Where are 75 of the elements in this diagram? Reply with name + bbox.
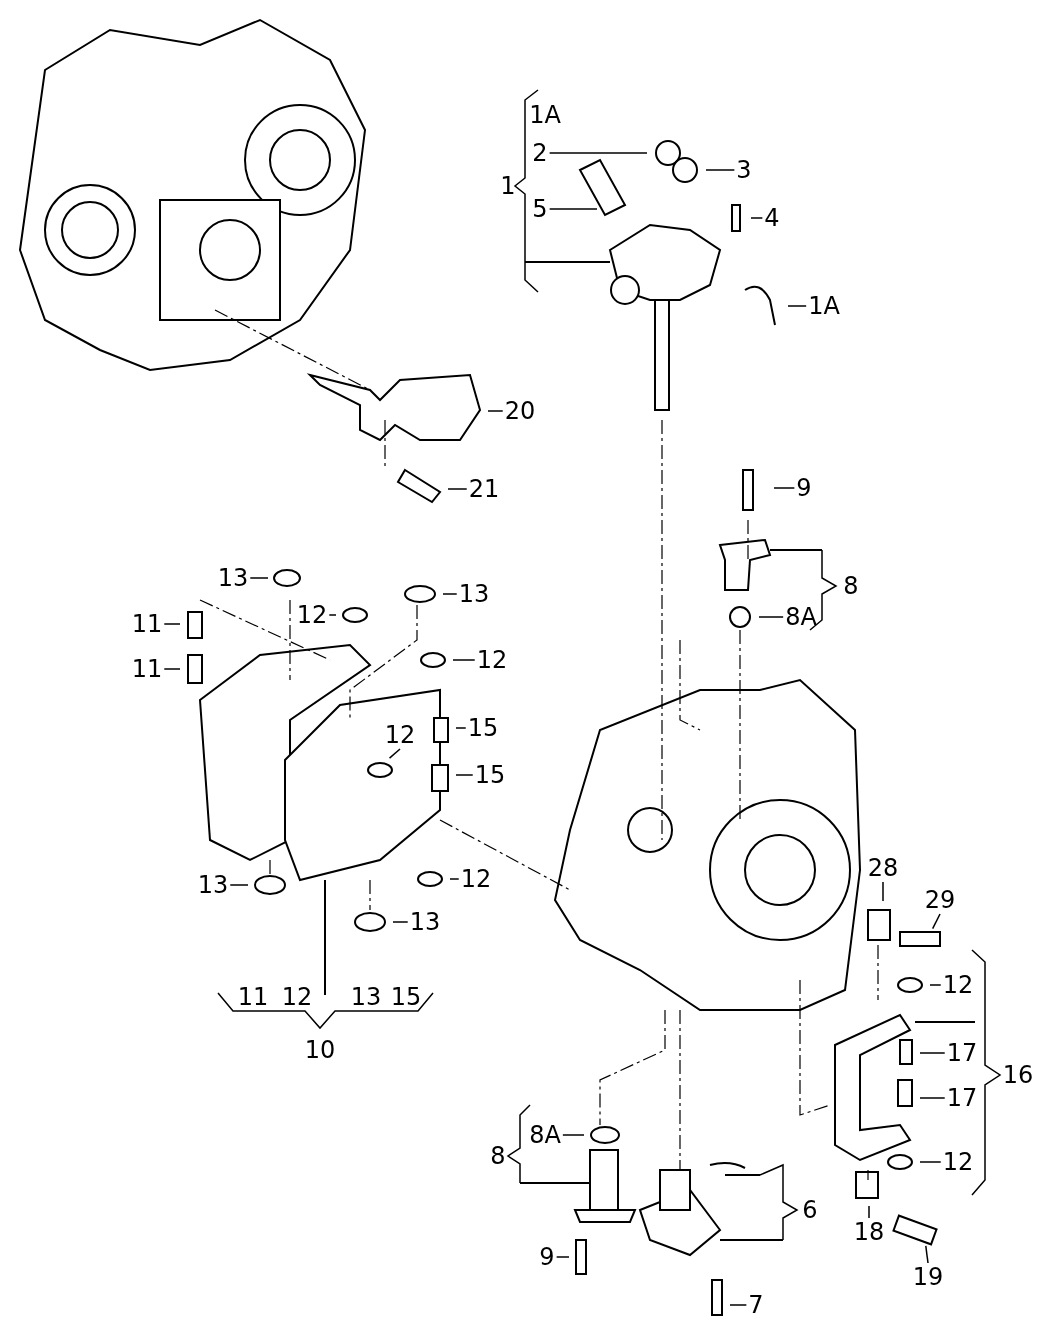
callout-number: 20 (504, 398, 536, 424)
callout-number: 1A (529, 102, 561, 128)
leader-line (868, 1205, 870, 1219)
leader-line (455, 727, 467, 729)
callout-number: 11 (237, 984, 269, 1010)
leader-line (487, 410, 504, 412)
leader-line (555, 1256, 570, 1258)
leader-line (449, 878, 460, 880)
leader-line (163, 668, 181, 670)
callout-number: 12 (281, 984, 313, 1010)
callout-number: 13 (350, 984, 382, 1010)
callout-number: 17 (946, 1040, 978, 1066)
leader-line (548, 152, 648, 154)
callout-number: 8 (843, 573, 859, 599)
callout-number: 9 (539, 1244, 555, 1270)
callout-number: 12 (942, 1149, 974, 1175)
callout-number: 12 (460, 866, 492, 892)
leader-line (388, 748, 401, 759)
callout-number: 3 (736, 157, 752, 183)
callout-number: 12 (384, 722, 416, 748)
callout-number: 18 (853, 1219, 885, 1245)
leader-line (452, 659, 476, 661)
leader-line (455, 774, 474, 776)
callout-number: 7 (748, 1292, 764, 1318)
leader-line (925, 1245, 929, 1264)
leader-line (750, 217, 764, 219)
callout-number: 1 (500, 173, 516, 199)
leader-line (562, 1134, 585, 1136)
leader-line (328, 614, 337, 616)
leader-line (773, 487, 796, 489)
leader-line (447, 488, 468, 490)
callout-number: 21 (468, 476, 500, 502)
callout-number: 28 (867, 855, 899, 881)
callout-number: 15 (390, 984, 422, 1010)
leader-line (919, 1052, 946, 1054)
callout-number: 12 (942, 972, 974, 998)
callout-number: 16 (1002, 1062, 1034, 1088)
leader-line (929, 984, 942, 986)
leader-line (548, 208, 598, 210)
callout-number: 13 (197, 872, 229, 898)
callout-number: 13 (458, 581, 490, 607)
callout-number: 11 (131, 656, 163, 682)
leader-line (163, 623, 181, 625)
leader-line (919, 1161, 942, 1163)
leader-line (729, 1304, 748, 1306)
callout-number: 2 (532, 140, 548, 166)
callout-number: 8A (529, 1122, 561, 1148)
callout-number: 9 (796, 475, 812, 501)
callout-number: 15 (467, 715, 499, 741)
callout-number: 12 (296, 602, 328, 628)
callout-number: 8A (785, 604, 817, 630)
leader-line (392, 921, 409, 923)
leader-line (919, 1097, 946, 1099)
leader-line (882, 881, 884, 902)
callout-number: 17 (946, 1085, 978, 1111)
leader-line (758, 616, 784, 618)
callout-number: 10 (304, 1037, 336, 1063)
callout-number: 12 (476, 647, 508, 673)
leader-line (705, 169, 736, 171)
leader-line (931, 913, 941, 930)
callout-number: 29 (924, 887, 956, 913)
callout-number: 19 (912, 1264, 944, 1290)
callout-number: 6 (802, 1197, 818, 1223)
leader-line (442, 593, 458, 595)
callout-number: 5 (532, 196, 548, 222)
callout-number: 13 (217, 565, 249, 591)
leader-line (229, 884, 249, 886)
callout-number: 4 (764, 205, 780, 231)
leader-line (249, 577, 269, 579)
callout-number: 8 (490, 1143, 506, 1169)
callout-number: 13 (409, 909, 441, 935)
callout-number: 11 (131, 611, 163, 637)
callout-number: 15 (474, 762, 506, 788)
leader-line (787, 305, 807, 307)
callout-number: 1A (808, 293, 840, 319)
